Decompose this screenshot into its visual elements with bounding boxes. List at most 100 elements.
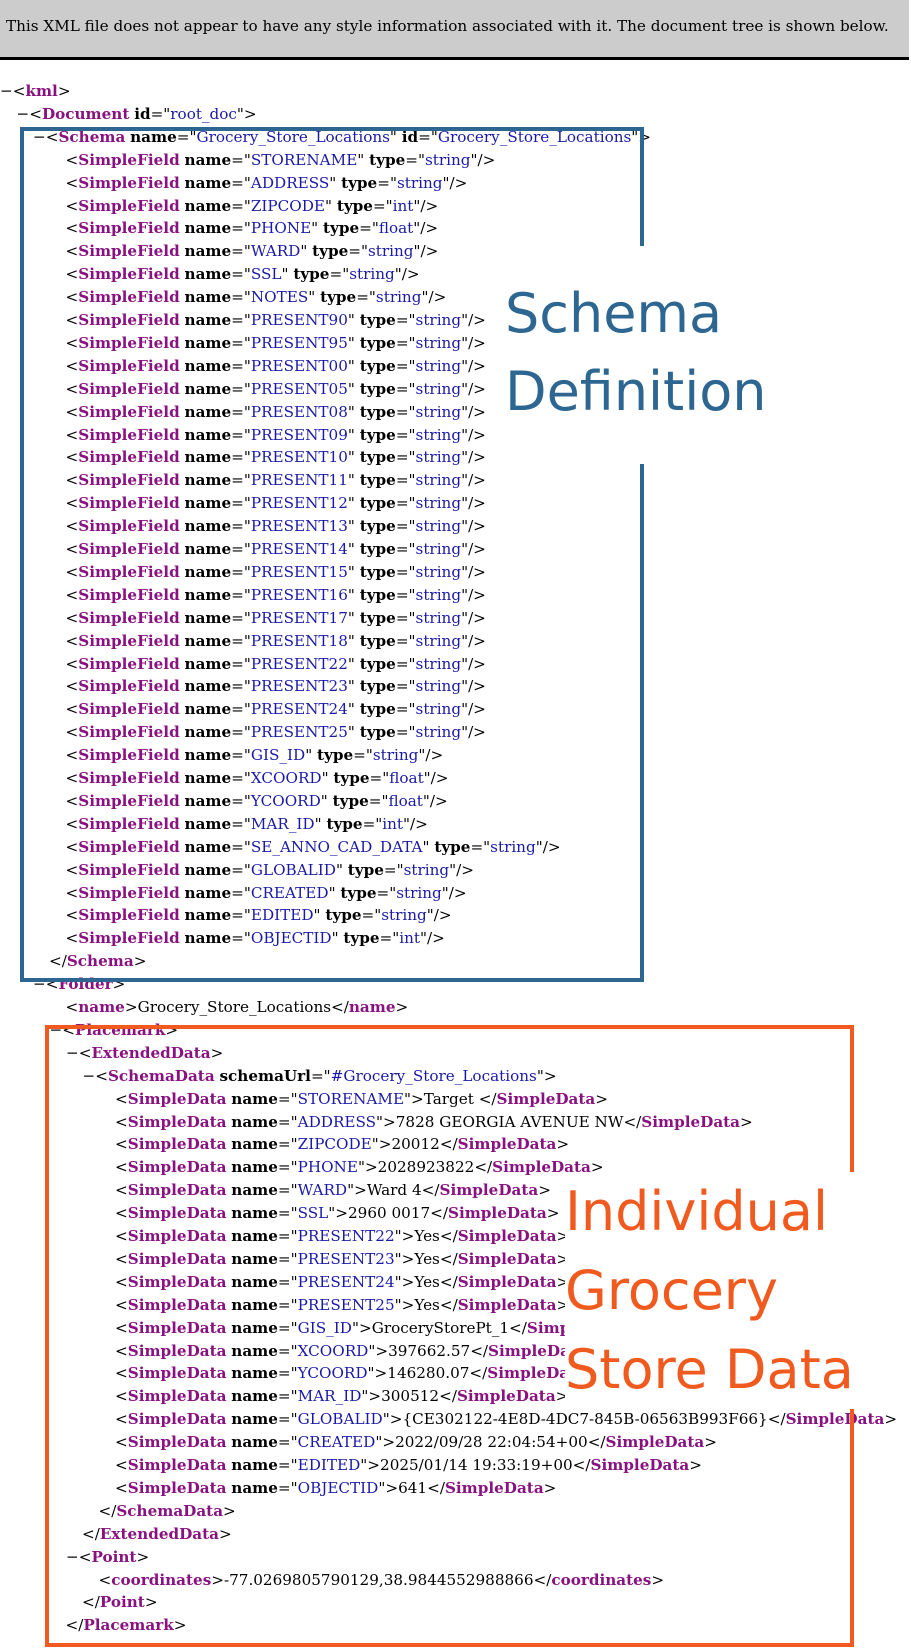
tag-bracket: < [65,837,79,856]
xml-attr-name: name [231,1089,278,1108]
xml-line: <SimpleData name="MAR_ID">300512</Simple… [115,1385,568,1408]
attr-quote: " [376,1112,384,1131]
xml-line: <SimpleData name="CREATED">2022/09/28 22… [115,1431,717,1454]
collapse-toggle-icon[interactable]: − [0,82,13,100]
xml-line: <SimpleField name="PRESENT15" type="stri… [66,561,486,584]
tag-bracket: < [65,356,79,375]
xml-attr-value: NOTES [250,288,309,307]
xml-tag-name: SimpleData [457,1295,557,1314]
tag-bracket: > [173,1616,187,1635]
tag-bracket: </ [427,1478,445,1497]
tag-bracket: < [29,104,42,123]
xml-tag-name: SimpleField [78,700,180,719]
xml-line: <SimpleData name="OBJECTID">641</SimpleD… [115,1477,556,1500]
tag-bracket: < [115,1387,128,1406]
tag-bracket: </ [533,1570,552,1589]
tag-bracket: < [115,1249,128,1268]
collapse-toggle-icon[interactable]: − [66,1547,79,1566]
xml-text-content: Yes [414,1272,440,1291]
attr-quote: " [536,1066,544,1085]
attr-quote: " [461,494,469,513]
xml-attr-value: float [378,219,414,238]
xml-text-content: 300512 [381,1387,440,1406]
xml-tag-name: SimpleData [641,1112,741,1131]
attr-quote: " [324,196,332,215]
attr-quote: " [335,860,343,879]
attr-quote: =" [395,425,416,444]
xml-attr-name: type [332,791,369,810]
xml-tag-name: SimpleField [78,517,180,536]
tag-bracket: < [115,1135,128,1154]
xml-attr-name: name [231,1272,278,1291]
xml-tag-name: SimpleData [127,1478,227,1497]
tag-bracket: > [382,1433,396,1452]
xml-tag-name: SimpleData [457,1272,557,1291]
xml-line: <SimpleField name="PRESENT13" type="stri… [66,515,486,538]
xml-line: −<Document id="root_doc"> [17,103,257,126]
tag-bracket: < [65,150,79,169]
xml-attr-name: type [333,769,370,787]
attr-quote: =" [277,1135,298,1154]
xml-tag-name: SimpleField [78,242,180,261]
xml-line: <SimpleField name="CREATED" type="string… [66,882,467,905]
tag-bracket: > [358,1318,372,1337]
xml-attr-name: name [184,173,232,192]
attr-quote: " [313,906,321,925]
collapse-toggle-icon[interactable]: − [33,127,46,146]
xml-attr-value: string [424,150,471,169]
collapse-toggle-icon[interactable]: − [66,1043,79,1062]
xml-attr-name: name [184,700,232,719]
attr-quote: =" [231,791,251,810]
xml-line: <SimpleField name="PRESENT00" type="stri… [66,355,486,378]
tag-bracket: < [95,1066,108,1085]
attr-quote: =" [277,1295,298,1314]
attr-quote: =" [231,585,251,604]
attr-quote: =" [231,242,251,261]
xml-attr-value: string [415,311,462,329]
xml-line: <SimpleField name="WARD" type="string"/> [66,240,439,263]
xml-attr-value: string [349,265,395,284]
xml-attr-name: name [184,746,232,765]
attr-quote: =" [395,654,416,673]
attr-quote: " [389,127,397,146]
xml-attr-value: string [415,448,462,467]
xml-attr-value: SSL [297,1204,329,1223]
xml-text-content: {CE302122-4E8D-4DC7-845B-06563B993F66} [402,1410,768,1429]
xml-attr-value: PRESENT23 [297,1249,395,1268]
tag-bracket: < [65,929,79,948]
tag-bracket: /> [468,585,486,604]
collapse-toggle-icon[interactable]: − [16,104,30,123]
attr-quote: " [394,1272,402,1291]
xml-attr-value: string [415,585,462,604]
attr-quote: " [461,471,469,490]
xml-line: <SimpleField name="PRESENT14" type="stri… [66,538,486,561]
attr-quote: " [375,1433,383,1452]
xml-text-content: 641 [398,1478,428,1497]
xml-line: </Schema> [49,950,146,973]
xml-attr-name: type [341,173,378,192]
xml-attr-name: name [184,837,232,856]
attr-quote: =" [395,311,416,329]
xml-attr-name: name [184,517,232,536]
xml-attr-name: name [231,1318,278,1337]
xml-tag-name: SimpleData [127,1089,227,1108]
tag-bracket: > [401,1272,415,1291]
tag-bracket: < [65,791,79,810]
xml-attr-value: string [396,883,442,902]
attr-quote: " [371,1135,379,1154]
xml-line: <SimpleField name="PRESENT16" type="stri… [66,584,486,607]
collapse-toggle-icon[interactable]: − [82,1066,96,1085]
xml-line: <name>Grocery_Store_Locations</name> [66,996,409,1019]
attr-quote: =" [353,746,373,765]
tag-bracket: </ [82,1524,100,1543]
xml-tag-name: SimpleData [457,1249,557,1268]
tag-bracket: > [401,1249,415,1268]
attr-quote: =" [329,265,350,284]
xml-attr-value: root_doc [170,104,237,123]
tag-bracket: > [595,1089,608,1108]
xml-text-content: GroceryStorePt_1 [371,1318,510,1337]
xml-attr-value: STORENAME [297,1089,405,1108]
xml-line: </SchemaData> [99,1500,236,1523]
xml-tag-name: SimpleData [127,1387,227,1406]
tag-bracket: < [115,1341,128,1360]
